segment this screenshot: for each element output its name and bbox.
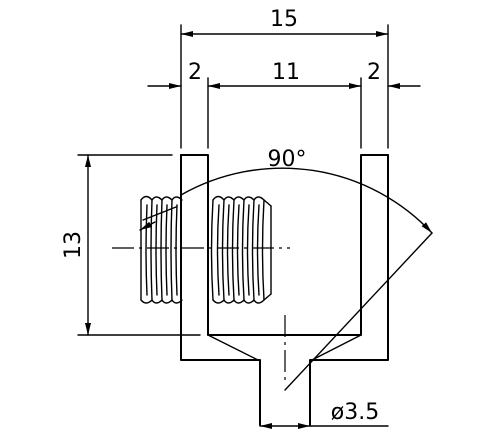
right-thread [210,195,272,304]
hole-diameter-dimension: ø3.5 [259,400,389,429]
left-thread [140,195,183,304]
angle-dimension: 90° [139,147,433,391]
height-dimension: 13 [61,154,201,336]
angle-label: 90° [268,147,307,172]
inner-width-label: 11 [272,60,300,85]
overall-width-label: 15 [270,7,298,32]
hole-diameter-label: ø3.5 [331,400,379,425]
left-wall-label: 2 [188,60,202,85]
right-wall-label: 2 [367,60,381,85]
height-label: 13 [61,231,86,259]
wall-dimensions: 2 11 2 [147,60,421,149]
